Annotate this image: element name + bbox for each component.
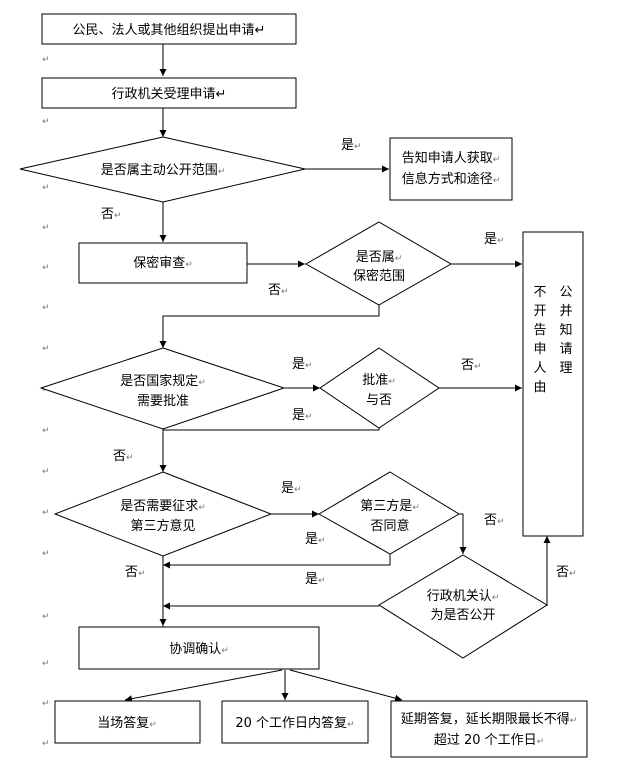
node-reply-20: 20 个工作日内答复↵ [221, 700, 369, 744]
decision-third-agree: 第三方是↵ 否同意 [318, 471, 460, 555]
label-no-approved: 否↵ [461, 358, 482, 373]
decision-third-party-line2: 第三方意见 [130, 518, 195, 534]
node-accept: 行政机关受理申请↵ [41, 77, 297, 109]
node-inform-line1: 告知申请人获取↵ [402, 150, 501, 166]
edge-thirdagree-agency [459, 513, 467, 554]
node-apply-label: 公民、法人或其他组织提出申请↵ [73, 22, 266, 38]
paragraph-mark: ↵ [42, 699, 50, 709]
decision-agency-line1: 行政机关认↵ [427, 589, 500, 604]
decision-agency-line2: 为是否公开 [430, 608, 495, 623]
decision-secret-line1: 是否属↵ [356, 250, 403, 265]
paragraph-mark: ↵ [42, 508, 50, 518]
edge-labels: 是↵ 否↵ 是↵ 否↵ 是↵ 是↵ 否↵ 否↵ 是↵ 是↵ 否↵ 否↵ 是↵ 否… [101, 138, 577, 587]
node-reply-now-label: 当场答复↵ [97, 715, 157, 731]
edge-approvedq-back [163, 428, 380, 431]
node-reply-extended-line1: 延期答复，延长期限最长不得↵ [401, 711, 578, 727]
decision-approval: 是否国家规定↵ 需要批准 [39, 347, 286, 430]
label-yes-third-agree-back: 是↵ [305, 532, 326, 547]
label-no-third: 否↵ [125, 565, 146, 580]
paragraph-mark: ↵ [42, 117, 50, 127]
paragraph-mark: ↵ [42, 303, 50, 313]
node-reply-extended-line2: 超过 20 个工作日↵ [434, 733, 544, 748]
paragraph-mark: ↵ [42, 426, 50, 436]
paragraph-mark: ↵ [42, 739, 50, 749]
decision-approval-line1: 是否国家规定↵ [120, 373, 206, 389]
label-yes-proactive: 是↵ [341, 138, 362, 153]
label-no-secret: 否↵ [268, 283, 289, 298]
connectors [124, 44, 551, 703]
paragraph-mark: ↵ [42, 659, 50, 669]
paragraph-mark: ↵ [42, 549, 50, 559]
decision-proactive: 是否属主动公开范围↵ [19, 136, 306, 203]
edge-coordinate-replyext [289, 669, 403, 702]
node-coordinate-label: 协调确认↵ [169, 642, 229, 657]
paragraph-marks: ↵↵↵↵↵↵↵↵↵↵↵↵↵↵↵↵ [42, 55, 50, 749]
decision-proactive-label: 是否属主动公开范围↵ [101, 163, 226, 178]
node-accept-label: 行政机关受理申请↵ [112, 87, 227, 102]
label-yes-secret: 是↵ [484, 232, 505, 247]
decision-agency: 行政机关认↵ 为是否公开 [378, 554, 548, 659]
node-refuse-col1: 不开告申人由 [533, 285, 546, 395]
decision-approved: 批准↵ 与否 [319, 347, 440, 429]
node-inform-line2: 信息方式和途径↵ [402, 171, 501, 187]
node-refuse: 不开告申人由 公并知请理 [522, 231, 584, 537]
decision-secret: 是否属↵ 保密范围 [304, 221, 453, 306]
decision-approved-line1: 批准↵ [362, 373, 396, 388]
decision-approved-line2: 与否 [366, 393, 392, 408]
decision-approval-line2: 需要批准 [137, 394, 189, 409]
label-no-agency: 否↵ [556, 565, 577, 580]
edge-secretq-approvalq [159, 305, 380, 348]
label-no-proactive: 否↵ [101, 207, 122, 222]
node-reply-now: 当场答复↵ [54, 700, 201, 744]
node-reply-20-label: 20 个工作日内答复↵ [235, 715, 354, 731]
paragraph-mark: ↵ [42, 223, 50, 233]
label-no-approval: 否↵ [113, 449, 134, 464]
decision-third-party-line1: 是否需要征求↵ [120, 499, 206, 514]
node-secrecy-review: 保密审查↵ [78, 242, 248, 284]
paragraph-mark: ↵ [42, 183, 50, 193]
paragraph-mark: ↵ [42, 344, 50, 354]
label-yes-third: 是↵ [281, 481, 302, 496]
decision-third-party: 是否需要征求↵ 第三方意见 [53, 471, 273, 557]
label-yes-agency: 是↵ [305, 572, 326, 587]
label-yes-approval: 是↵ [292, 357, 313, 372]
edge-coordinate-replynow [124, 669, 283, 703]
node-reply-extended: 延期答复，延长期限最长不得↵ 超过 20 个工作日↵ [390, 700, 588, 758]
paragraph-mark: ↵ [42, 263, 50, 273]
node-refuse-col2: 公并知请理 [559, 285, 572, 376]
edge-thirdagree-back [163, 554, 391, 569]
node-apply: 公民、法人或其他组织提出申请↵ [41, 13, 297, 45]
paragraph-mark: ↵ [42, 55, 50, 65]
node-secrecy-review-label: 保密审查↵ [133, 255, 193, 271]
paragraph-mark: ↵ [42, 612, 50, 622]
node-inform: 告知申请人获取↵ 信息方式和途径↵ [389, 137, 513, 201]
label-yes-approved-back: 是↵ [292, 408, 313, 423]
paragraph-mark: ↵ [42, 467, 50, 477]
decision-third-agree-line1: 第三方是↵ [360, 498, 420, 514]
label-no-third-agree: 否↵ [484, 513, 505, 528]
decision-third-agree-line2: 否同意 [370, 518, 409, 534]
node-coordinate: 协调确认↵ [78, 626, 320, 670]
decision-secret-line2: 保密范围 [353, 268, 405, 284]
